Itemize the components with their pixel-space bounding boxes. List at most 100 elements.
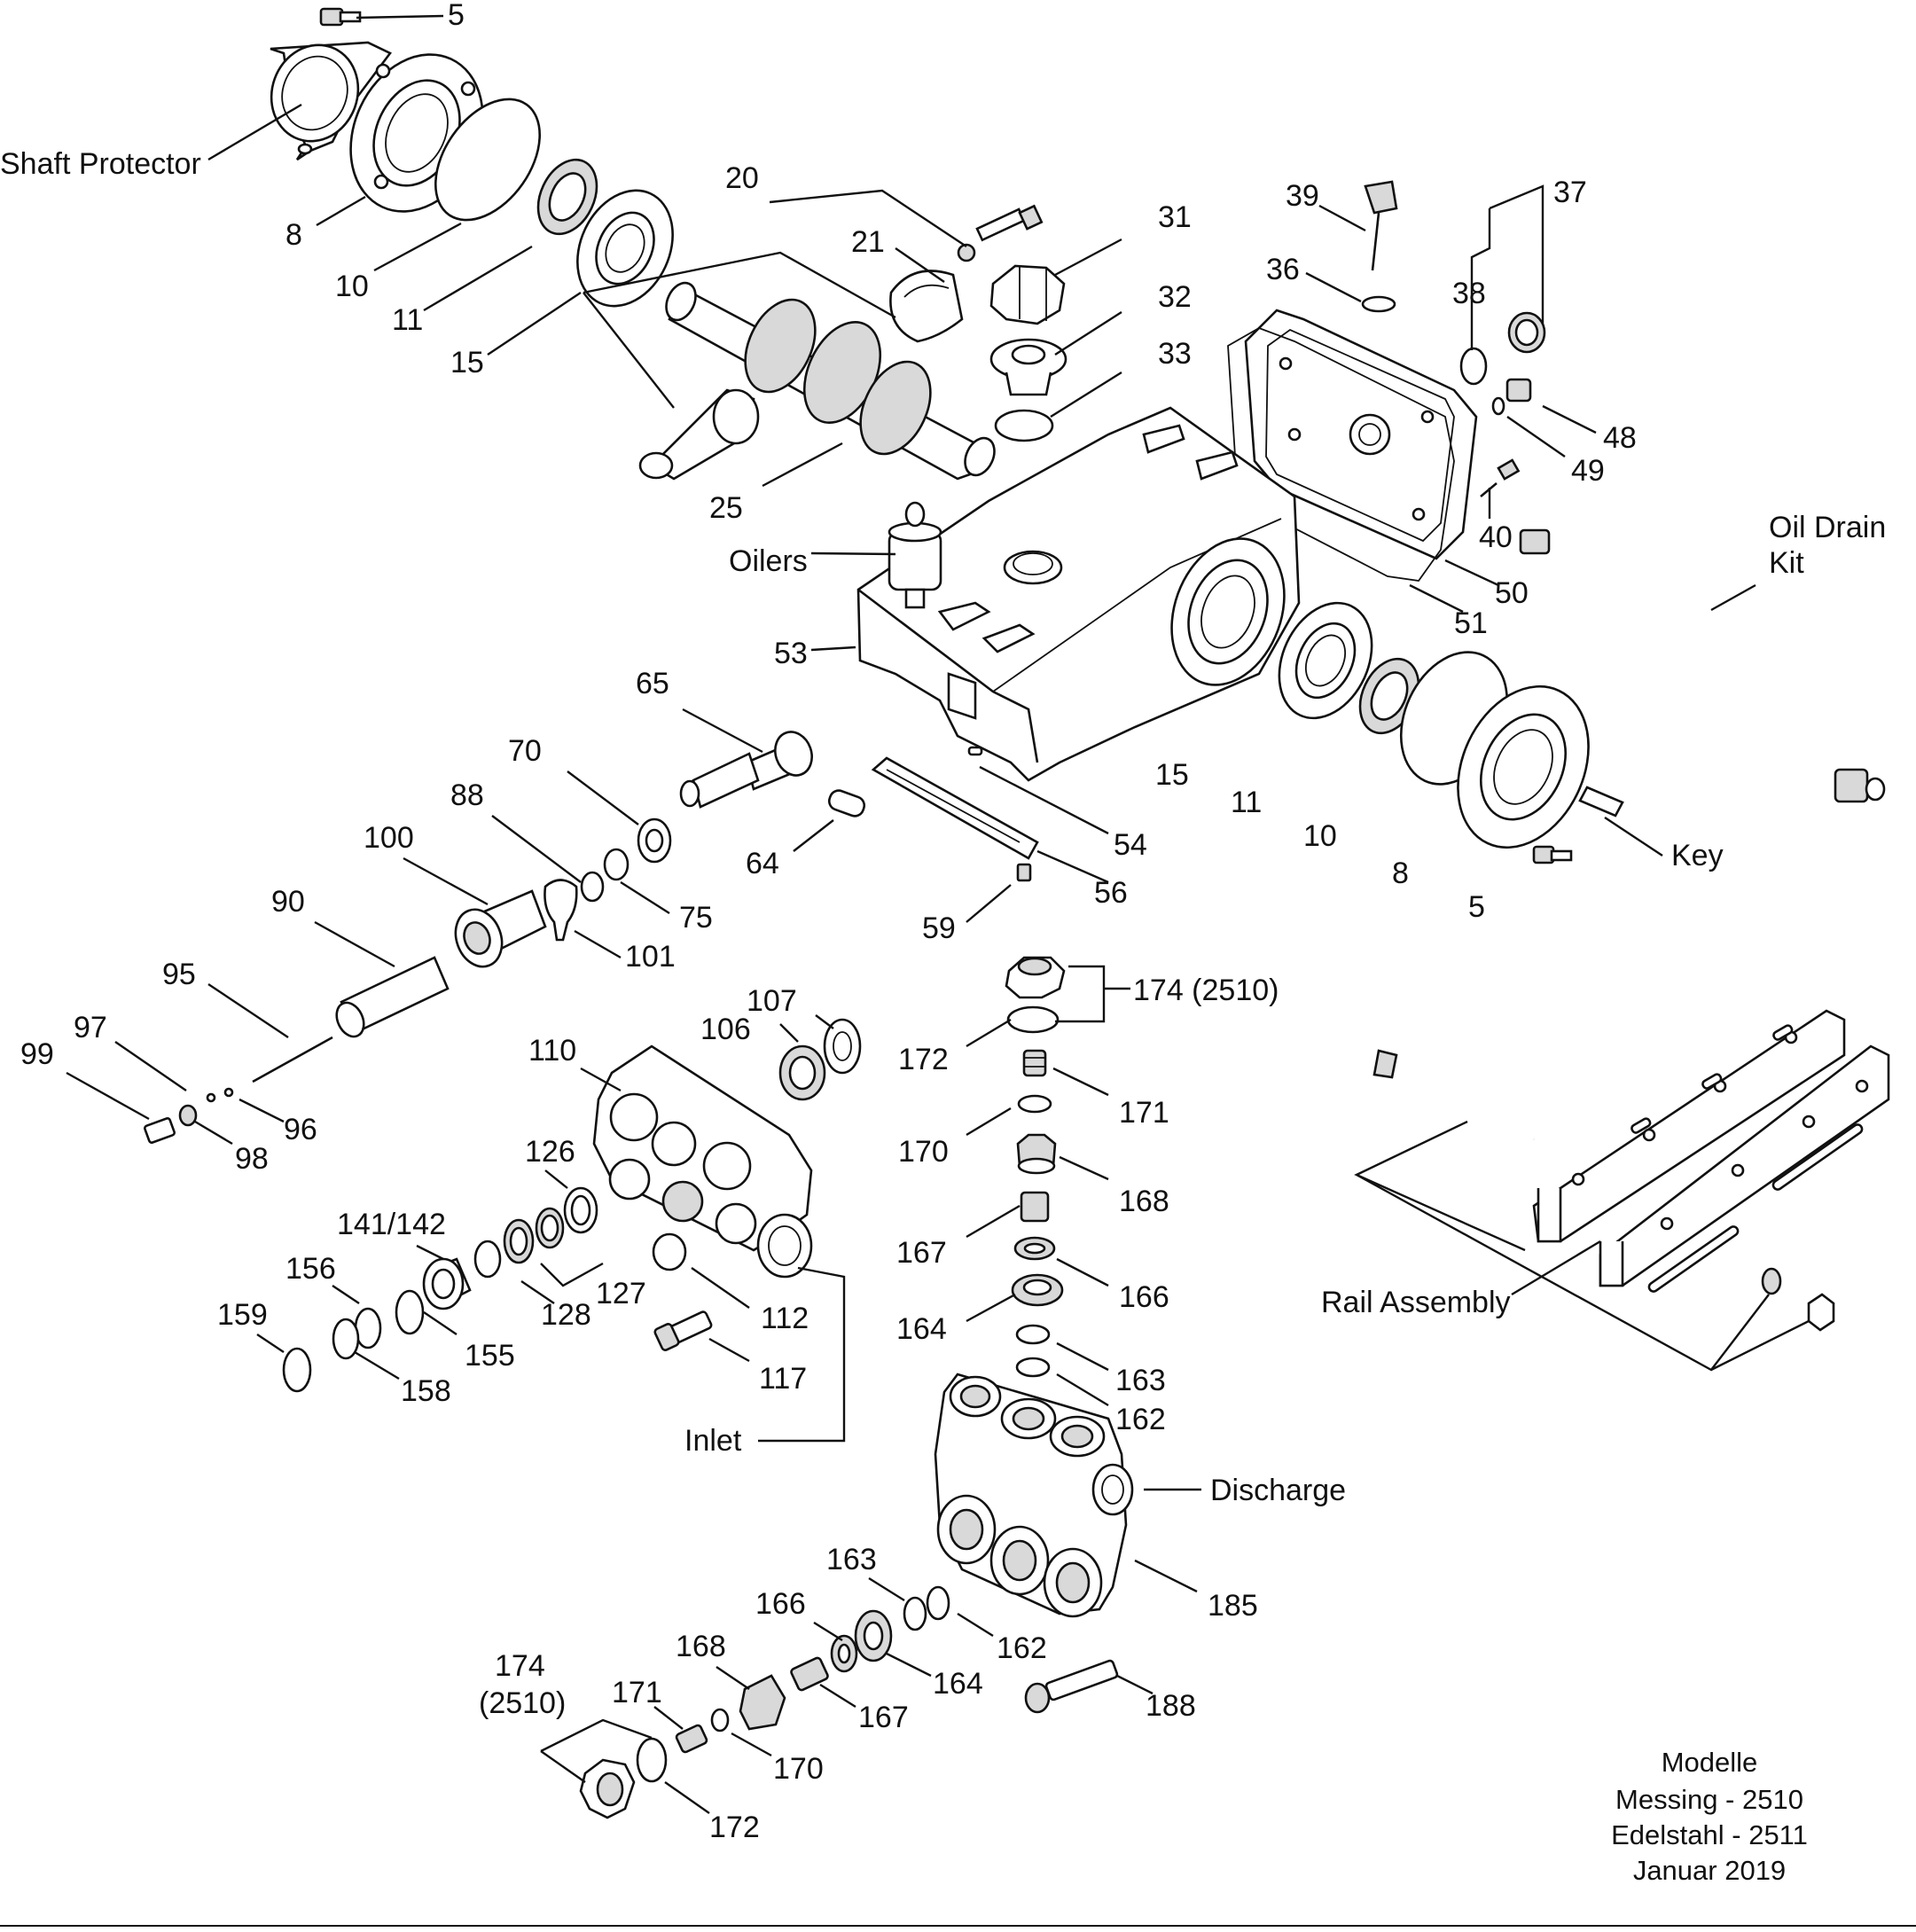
- nut-99: [144, 1117, 176, 1144]
- label-65: 65: [636, 667, 669, 700]
- label-25: 25: [709, 491, 743, 525]
- label-168-bot: 168: [676, 1630, 726, 1663]
- label-90: 90: [271, 885, 305, 919]
- valve-166-bot: [830, 1634, 858, 1673]
- connecting-rod: [638, 388, 760, 481]
- o-ring-163-top: [1015, 1324, 1051, 1345]
- o-ring-10-left: [434, 98, 542, 222]
- spring-171-top: [1022, 1049, 1047, 1077]
- sight-glass-32: [989, 338, 1067, 396]
- label-rail-assembly: Rail Assembly: [1321, 1286, 1511, 1319]
- label-21: 21: [851, 225, 885, 259]
- label-10-left: 10: [335, 270, 369, 303]
- washer-170-top: [1017, 1094, 1052, 1114]
- valve-166-top: [1013, 1236, 1056, 1261]
- label-155: 155: [465, 1339, 515, 1373]
- dowel-56: [967, 746, 983, 756]
- rod-cap-21: [889, 270, 964, 343]
- label-159: 159: [217, 1298, 268, 1332]
- label-shaft-protector: Shaft Protector: [0, 147, 201, 181]
- label-10-right: 10: [1303, 819, 1337, 853]
- plunger-rod-65: [679, 731, 813, 809]
- label-20: 20: [725, 161, 759, 195]
- label-99: 99: [20, 1037, 54, 1071]
- valve-seat-164-bot: [854, 1609, 893, 1662]
- label-11-right: 11: [1231, 786, 1262, 819]
- plug-48: [1505, 378, 1532, 403]
- oil-seal-11-left: [536, 158, 598, 236]
- spring-171-bot: [675, 1724, 708, 1754]
- label-95: 95: [162, 958, 196, 991]
- label-59: 59: [922, 911, 956, 945]
- label-163-bot: 163: [826, 1543, 877, 1576]
- spring-167-bot: [790, 1656, 829, 1692]
- label-key: Key: [1671, 839, 1724, 872]
- dipstick-39: [1364, 180, 1398, 271]
- o-ring-172-bot: [636, 1737, 668, 1783]
- valve-plug-174-top: [1005, 956, 1066, 999]
- seal-127: [535, 1207, 565, 1249]
- label-32: 32: [1158, 280, 1192, 314]
- spring-167-top: [1020, 1191, 1050, 1223]
- valve-cage-168-bot: [739, 1674, 786, 1731]
- model-note-line1: Modelle: [1662, 1747, 1758, 1778]
- label-33: 33: [1158, 337, 1192, 371]
- label-162-top: 162: [1115, 1403, 1166, 1436]
- label-127: 127: [596, 1277, 646, 1310]
- label-171-top: 171: [1119, 1096, 1169, 1130]
- o-ring-33: [994, 409, 1054, 442]
- label-54: 54: [1114, 828, 1147, 862]
- label-5-right: 5: [1468, 890, 1485, 924]
- model-note-line3: Edelstahl - 2511: [1611, 1819, 1808, 1850]
- label-5-top: 5: [448, 0, 465, 32]
- label-75: 75: [679, 901, 713, 935]
- oil-drain-kit: [1519, 504, 1886, 803]
- label-48: 48: [1603, 421, 1637, 455]
- label-98: 98: [235, 1142, 269, 1176]
- label-170-bot: 170: [773, 1752, 824, 1786]
- bolt-117: [653, 1310, 713, 1351]
- ring-158: [332, 1318, 360, 1360]
- o-ring-159: [282, 1347, 312, 1393]
- o-ring-96: [223, 1087, 234, 1098]
- label-166-bot: 166: [755, 1587, 806, 1621]
- label-172-bot: 172: [709, 1811, 760, 1844]
- label-126: 126: [525, 1135, 575, 1169]
- plunger-retainer-100: [454, 889, 547, 968]
- label-162-bot: 162: [997, 1631, 1047, 1665]
- oiler: [888, 501, 942, 609]
- label-51: 51: [1454, 606, 1488, 640]
- leader-lines: [66, 14, 1810, 1814]
- valve-seat-164-top: [1011, 1273, 1064, 1307]
- screw-59: [1016, 863, 1032, 882]
- washer-98: [178, 1104, 198, 1127]
- label-167-bot: 167: [858, 1701, 909, 1734]
- label-101: 101: [625, 940, 676, 974]
- label-172-top: 172: [898, 1043, 949, 1076]
- plug-37: [1507, 311, 1546, 354]
- name-labels: Shaft Protector Oilers Oil Drain Kit Key…: [0, 147, 1886, 1507]
- label-110: 110: [528, 1034, 576, 1068]
- label-168-top: 168: [1119, 1185, 1169, 1218]
- label-174-bot: 174: [495, 1649, 545, 1683]
- inlet-manifold-110: [592, 1044, 813, 1279]
- o-ring-162-top: [1015, 1357, 1051, 1378]
- shaft-protector-part: [270, 41, 392, 161]
- label-40: 40: [1479, 520, 1513, 554]
- label-141-142: 141/142: [337, 1208, 446, 1241]
- part-number-labels: 5 8 10 11 15 20 21 25 31 32 33 39 36 37 …: [20, 0, 1637, 1844]
- valve-cage-168-top: [1016, 1133, 1057, 1175]
- model-note: Modelle Messing - 2510 Edelstahl - 2511 …: [1611, 1747, 1808, 1886]
- label-174-top: 174 (2510): [1133, 974, 1279, 1007]
- washer-38: [1459, 347, 1488, 386]
- label-64: 64: [746, 847, 779, 880]
- label-38: 38: [1452, 277, 1486, 310]
- crankshaft-25: [665, 281, 996, 481]
- label-156: 156: [285, 1252, 336, 1286]
- discharge-manifold-185: [934, 1373, 1134, 1618]
- screw-5-top: [319, 7, 362, 27]
- model-note-line2: Messing - 2510: [1615, 1784, 1803, 1815]
- ring-156: [354, 1307, 382, 1349]
- label-8-left: 8: [285, 218, 302, 252]
